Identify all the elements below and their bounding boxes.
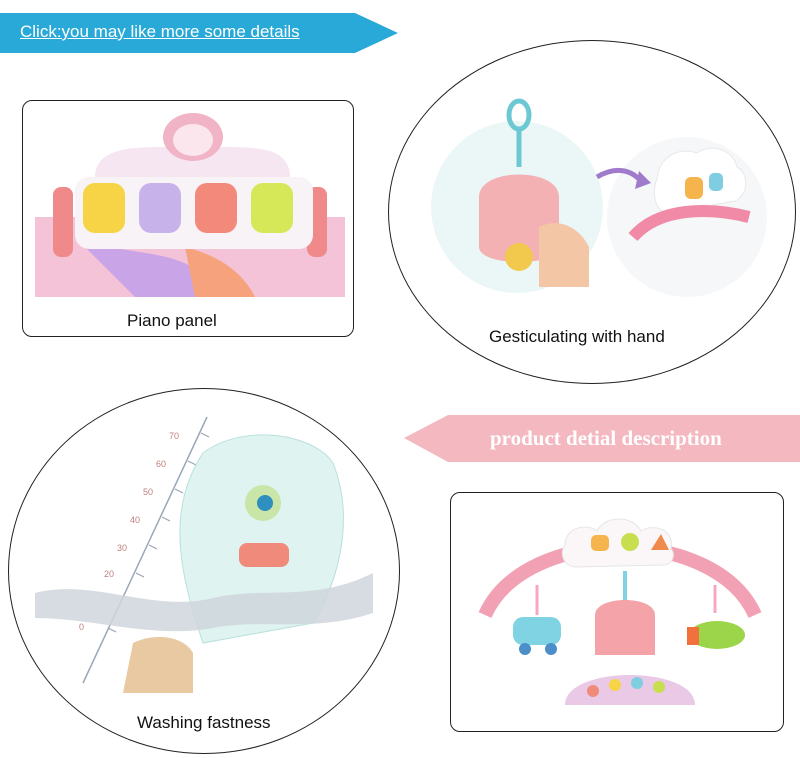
ruler-label-60: 60 — [156, 459, 167, 469]
arch-toys-card — [450, 492, 784, 732]
top-banner-text[interactable]: Click:you may like more some details — [20, 22, 300, 41]
ruler-label-50: 50 — [143, 487, 154, 497]
ruler-label-40: 40 — [130, 515, 141, 525]
ruler-label-20: 20 — [104, 569, 115, 579]
ruler-label-0: 0 — [79, 622, 85, 632]
washing-circle: 70 60 50 40 30 20 0 Washing fastness — [8, 388, 400, 754]
arch-toys-image — [478, 518, 762, 705]
washing-caption: Washing fastness — [137, 713, 271, 732]
piano-panel-image — [35, 113, 345, 297]
ruler-label-70: 70 — [169, 431, 180, 441]
piano-panel-caption: Piano panel — [127, 311, 217, 330]
product-description-title: product detial description — [490, 426, 722, 450]
piano-panel-card: Piano panel — [22, 100, 354, 337]
banner-arrow-shape — [0, 13, 398, 53]
washing-image — [35, 416, 373, 693]
product-description-banner: product detial description — [404, 415, 800, 462]
ruler-label-30: 30 — [117, 543, 128, 553]
hand-gesture-circle: Gesticulating with hand — [388, 40, 796, 384]
banner-arrow-shape — [404, 415, 800, 462]
hand-gesture-image — [431, 98, 767, 297]
hand-gesture-caption: Gesticulating with hand — [489, 327, 665, 346]
top-banner-link[interactable]: Click:you may like more some details — [0, 13, 400, 53]
